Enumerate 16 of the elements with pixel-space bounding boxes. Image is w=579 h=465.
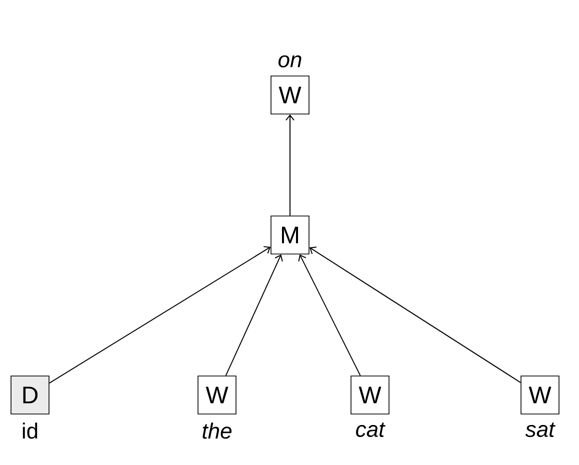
word-caption: sat bbox=[525, 422, 556, 438]
letter-box: W bbox=[520, 376, 560, 414]
word-caption: the bbox=[202, 422, 232, 439]
letter-box: M bbox=[270, 216, 310, 254]
arrow bbox=[309, 246, 522, 384]
word-caption: cat bbox=[356, 422, 386, 438]
letter-box: D bbox=[10, 376, 50, 414]
arrow bbox=[48, 246, 271, 384]
word-caption: on bbox=[278, 55, 302, 68]
letter-box: W bbox=[270, 76, 310, 114]
letter-box: W bbox=[350, 376, 390, 414]
arrow bbox=[225, 254, 283, 376]
arrow bbox=[298, 254, 361, 376]
letter-box: W bbox=[198, 376, 236, 414]
word-caption: id bbox=[22, 422, 38, 439]
arrow bbox=[286, 114, 294, 216]
